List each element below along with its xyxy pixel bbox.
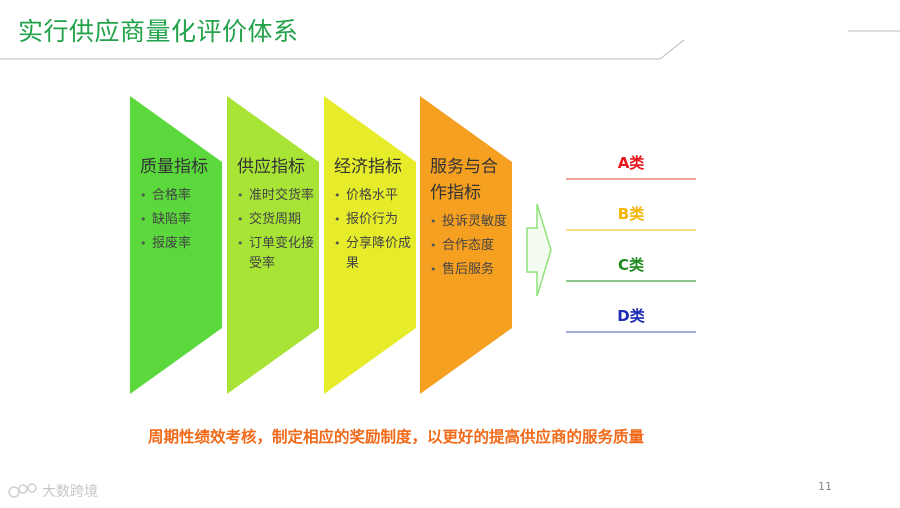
- grade-underline: [566, 280, 696, 282]
- indicator-item: 投诉灵敏度: [430, 212, 508, 232]
- indicator-chevron-service: 服务与合作指标 投诉灵敏度 合作态度 售后服务: [420, 96, 512, 394]
- indicator-title: 供应指标: [237, 157, 305, 177]
- summary-text: 周期性绩效考核，制定相应的奖励制度，以更好的提高供应商的服务质量: [148, 428, 645, 446]
- indicator-item: 价格水平: [334, 186, 412, 206]
- grade-underline: [566, 331, 696, 333]
- grade-underline: [566, 178, 696, 180]
- indicator-item: 缺陷率: [140, 210, 218, 230]
- indicator-item: 合作态度: [430, 236, 508, 256]
- grade-d: D类: [566, 305, 696, 333]
- indicator-title: 质量指标: [140, 157, 208, 177]
- grade-label: B类: [617, 205, 645, 223]
- indicator-item: 准时交货率: [237, 186, 315, 206]
- watermark-logo-icon: [8, 483, 37, 498]
- indicator-chevron-quality: 质量指标 合格率 缺陷率 报废率: [130, 96, 222, 394]
- grade-label: D类: [617, 307, 645, 325]
- grade-underline: [566, 229, 696, 231]
- indicator-item: 合格率: [140, 186, 218, 206]
- indicator-chevron-supply: 供应指标 准时交货率 交货周期 订单变化接受率: [227, 96, 319, 394]
- right-arrow-icon: [526, 203, 552, 297]
- grade-a: A类: [566, 152, 696, 180]
- watermark: 大数跨境: [8, 481, 98, 501]
- grade-label: C类: [617, 256, 644, 274]
- page-title: 实行供应商量化评价体系: [18, 17, 299, 46]
- indicator-item: 报价行为: [334, 210, 412, 230]
- indicator-item: 分享降价成果: [334, 234, 412, 274]
- grade-label: A类: [617, 154, 645, 172]
- watermark-text: 大数跨境: [42, 484, 98, 500]
- grade-c: C类: [566, 254, 696, 282]
- indicator-item: 订单变化接受率: [237, 234, 315, 274]
- indicator-item: 售后服务: [430, 260, 508, 280]
- indicator-title: 经济指标: [334, 157, 402, 177]
- indicator-title: 服务与合作指标: [430, 157, 498, 203]
- page-number: 11: [818, 480, 832, 493]
- grade-b: B类: [566, 203, 696, 231]
- header-divider: [0, 30, 900, 60]
- indicator-item: 报废率: [140, 234, 218, 254]
- indicator-item: 交货周期: [237, 210, 315, 230]
- indicator-chevron-economic: 经济指标 价格水平 报价行为 分享降价成果: [324, 96, 416, 394]
